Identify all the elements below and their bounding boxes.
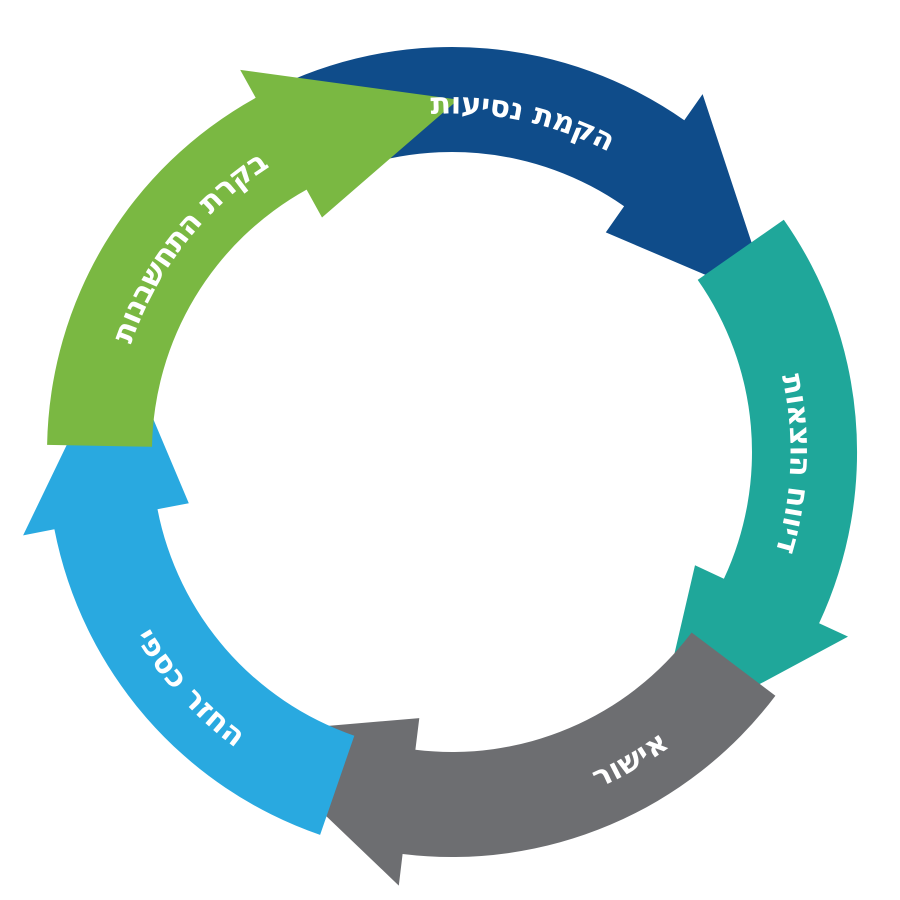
arrow-reconciliation-control <box>47 69 459 447</box>
arrow-expense-report <box>654 219 858 741</box>
arrow-approval <box>239 632 776 886</box>
cycle-arrows <box>23 46 858 886</box>
arrow-refund <box>23 337 355 835</box>
